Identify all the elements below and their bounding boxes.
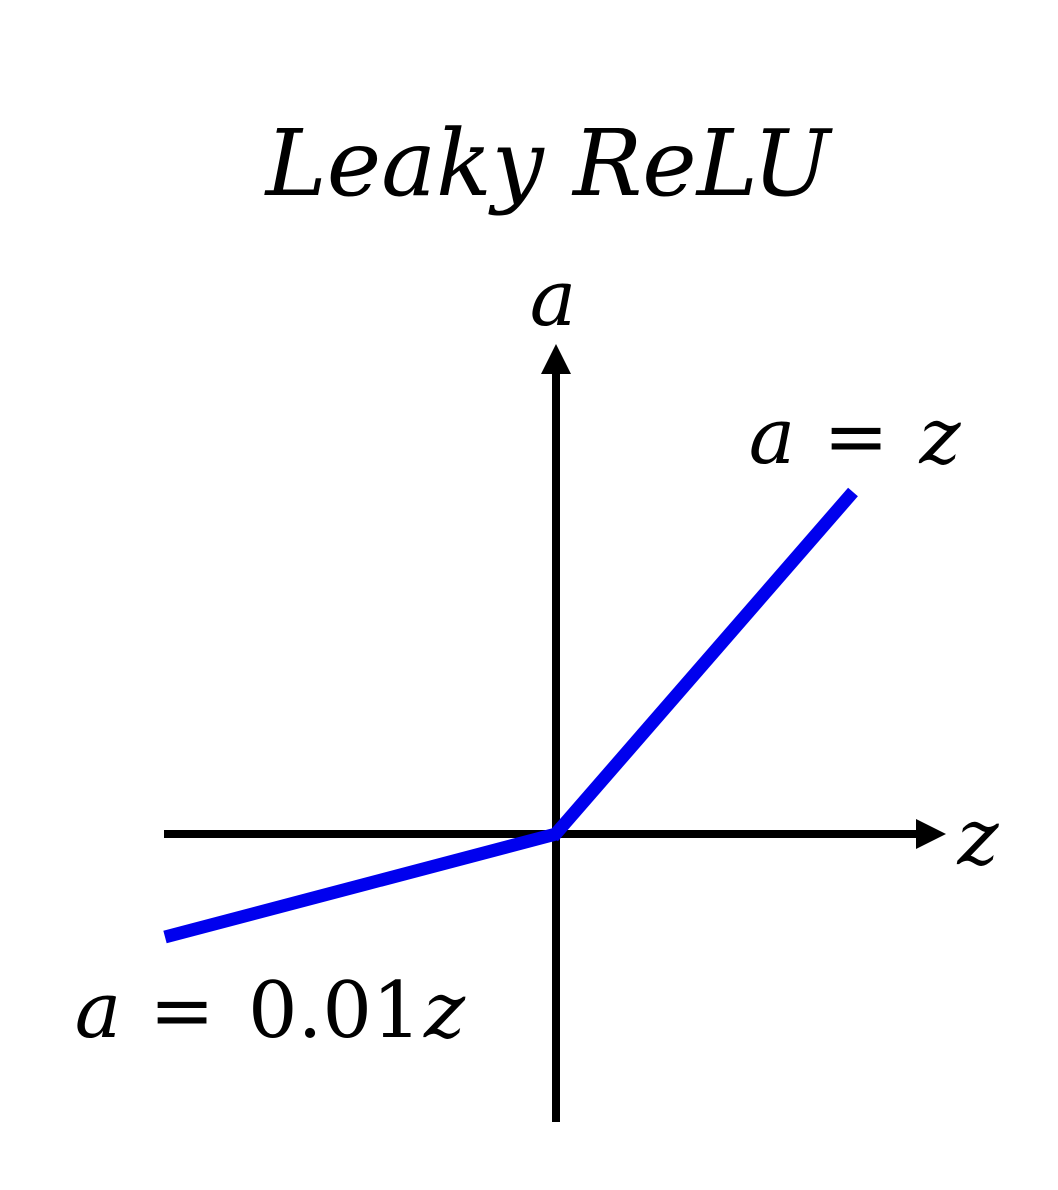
negative-branch-equation: a = 0.01 z <box>75 966 466 1056</box>
x-axis-arrow-icon <box>916 819 946 849</box>
curve-positive-branch <box>548 487 858 842</box>
y-axis-label: a <box>530 254 577 344</box>
equation-lhs: a <box>749 392 796 482</box>
diagram-title: Leaky ReLU <box>264 110 834 217</box>
equation-variable: z <box>423 966 466 1056</box>
equation-rhs: z <box>918 392 961 482</box>
equation-lhs: a <box>75 966 122 1056</box>
curve-negative-branch <box>163 827 558 944</box>
y-axis-arrow-icon <box>541 344 571 374</box>
equation-coefficient: 0.01 <box>248 966 422 1056</box>
equation-equals-sign: = <box>149 966 214 1056</box>
positive-branch-equation: a = z <box>749 392 962 482</box>
equation-equals-sign: = <box>823 392 888 482</box>
x-axis-label: z <box>956 793 999 883</box>
